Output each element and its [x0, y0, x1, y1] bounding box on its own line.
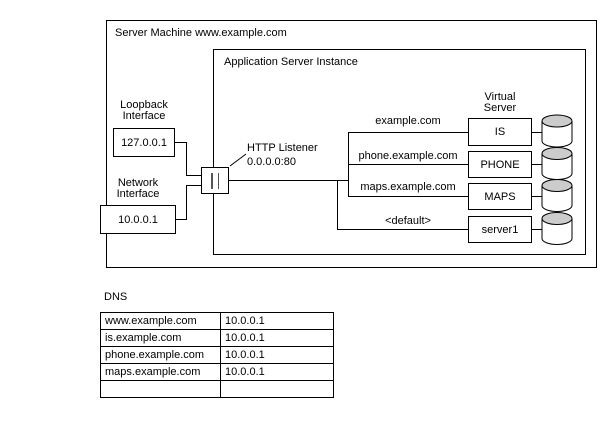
dns-hostname-cell: [100, 380, 221, 398]
http-listener-box: [201, 167, 229, 194]
dns-title: DNS: [104, 291, 128, 303]
dns-ip-cell: [220, 380, 334, 398]
application-server-instance-box: [213, 49, 586, 255]
dns-ip-cell: 10.0.0.1: [220, 329, 334, 347]
dns-row: [100, 380, 334, 398]
dns-hostname-cell: www.example.com: [100, 312, 221, 330]
loopback-ip-box: 127.0.0.1: [113, 128, 175, 157]
domain-label-maps: maps.example.com: [360, 181, 456, 193]
network-interface-label: Network Interface: [116, 177, 160, 200]
loopback-interface-label: Loopback Interface: [120, 99, 168, 122]
server-machine-title: Server Machine www.example.com: [115, 27, 287, 39]
dns-ip-cell: 10.0.0.1: [220, 312, 334, 330]
http-listener-caption: HTTP Listener 0.0.0.0:80: [247, 141, 318, 169]
loopback-ip: 127.0.0.1: [121, 136, 167, 149]
virtual-server-name: MAPS: [484, 190, 516, 203]
http-listener-label: HTTP Listener: [247, 142, 318, 154]
http-listener-address: 0.0.0.0:80: [247, 156, 296, 168]
domain-label-example: example.com: [375, 115, 441, 127]
virtual-server-name: server1: [481, 223, 519, 236]
dns-ip-cell: 10.0.0.1: [220, 363, 334, 381]
dns-hostname-cell: phone.example.com: [100, 346, 221, 364]
virtual-server-name: IS: [494, 126, 506, 138]
virtual-server-box-maps: MAPS: [468, 183, 532, 210]
virtual-server-box-server1: server1: [468, 216, 532, 243]
virtual-server-box-is: IS: [468, 118, 532, 146]
virtual-server-name: PHONE: [480, 158, 520, 171]
dns-ip-cell: 10.0.0.1: [220, 346, 334, 364]
virtual-server-heading: Virtual Server: [483, 91, 517, 114]
application-server-instance-title: Application Server Instance: [224, 56, 358, 68]
domain-label-phone: phone.example.com: [358, 150, 458, 162]
network-ip-box: 10.0.0.1: [100, 205, 176, 234]
dns-hostname-cell: is.example.com: [100, 329, 221, 347]
server-machine-box: [106, 20, 597, 268]
http-listener-icon: [202, 168, 228, 193]
network-ip: 10.0.0.1: [118, 213, 158, 226]
domain-label-default: <default>: [385, 215, 431, 227]
dns-hostname-cell: maps.example.com: [100, 363, 221, 381]
virtual-server-box-phone: PHONE: [468, 151, 532, 178]
